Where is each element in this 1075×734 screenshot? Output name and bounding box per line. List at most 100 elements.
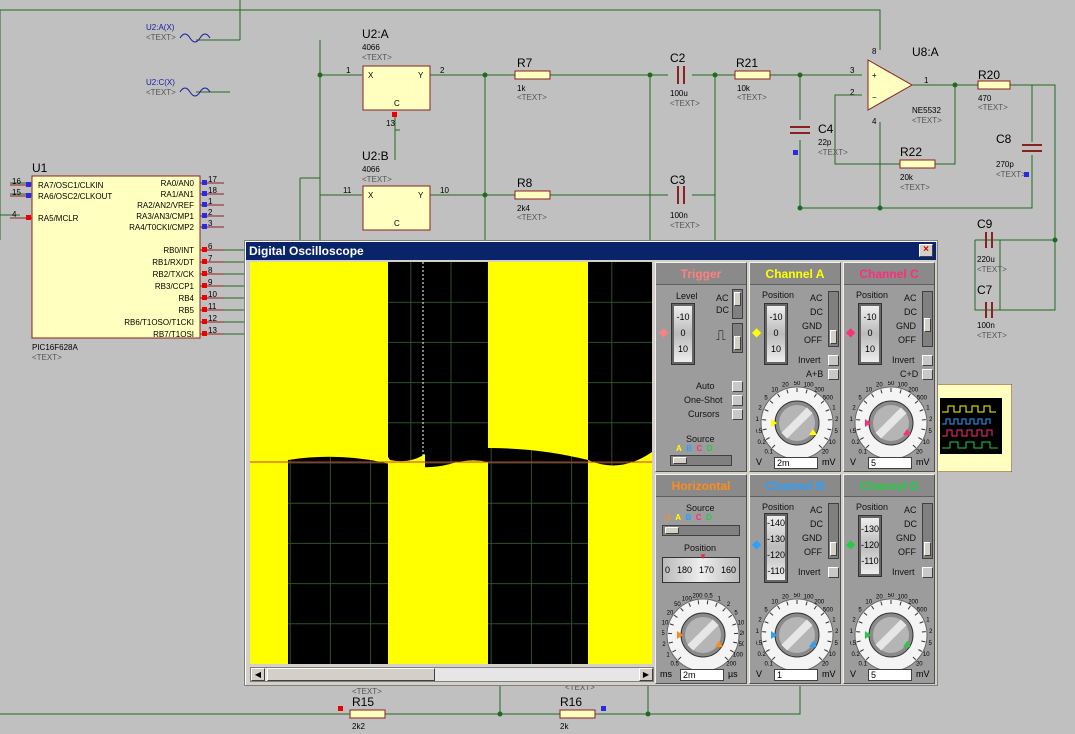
auto-button[interactable] xyxy=(732,381,743,392)
svg-text:<TEXT>: <TEXT> xyxy=(978,103,1008,112)
trigger-coupling-slider[interactable] xyxy=(732,289,743,319)
one-shot-button[interactable] xyxy=(732,395,743,406)
capacitor-c8[interactable]: C8 270p <TEXT> xyxy=(996,132,1042,179)
svg-text:RB6/T1OSO/T1CKI: RB6/T1OSO/T1CKI xyxy=(124,318,194,327)
resistor-r20[interactable]: R20 470 <TEXT> xyxy=(977,68,1011,112)
knob-tick-label: 500 xyxy=(917,608,928,614)
close-button[interactable]: × xyxy=(919,244,933,257)
capacitor-c9[interactable]: C9 220u <TEXT> xyxy=(977,217,1007,274)
knob-tick-label: 20 xyxy=(782,383,789,389)
capacitor-c3[interactable]: C3 100n <TEXT> xyxy=(670,173,700,230)
resistor-r22[interactable]: R22 20k <TEXT> xyxy=(899,145,936,192)
channel-a-position-spinner[interactable]: -10 0 10 xyxy=(764,303,788,365)
channel-a-volts-value[interactable]: 2m xyxy=(774,457,818,469)
svg-text:RA2/AN2/VREF: RA2/AN2/VREF xyxy=(137,201,194,210)
channel-b-off: OFF xyxy=(804,547,822,557)
channel-c-volts-value[interactable]: 5 xyxy=(868,457,912,469)
u2b-switch[interactable]: U2:B 4066 <TEXT> X Y C 11 10 xyxy=(343,149,449,231)
resistor-r21[interactable]: R21 10k <TEXT> xyxy=(734,56,771,102)
channel-c-position-spinner[interactable]: -10 0 10 xyxy=(858,303,882,365)
resistor-r15[interactable]: <TEXT> R15 2k2 xyxy=(338,687,386,731)
oscilloscope-titlebar[interactable]: Digital Oscilloscope × xyxy=(246,242,936,260)
capacitor-c7[interactable]: C7 100n <TEXT> xyxy=(977,283,1007,340)
resistor-r8[interactable]: R8 2k4 <TEXT> xyxy=(514,176,551,222)
u2a-switch[interactable]: U2:A 4066 <TEXT> X Y C 1 2 13 xyxy=(346,27,445,128)
horizontal-source-slider[interactable] xyxy=(662,525,740,536)
channel-b-invert-button[interactable] xyxy=(828,567,839,578)
knob-tick-label: 0.2 xyxy=(852,440,861,446)
cursors-button[interactable] xyxy=(732,409,743,420)
horizontal-position-dial[interactable]: 0 180 170 160 ▼ xyxy=(662,552,740,583)
trigger-level-label: Level xyxy=(676,291,698,301)
channel-d-volts-value[interactable]: 5 xyxy=(868,669,912,681)
oscilloscope-window[interactable]: Digital Oscilloscope × ◀ ▶ Trigger Level… xyxy=(244,240,938,686)
svg-text:U2:B: U2:B xyxy=(362,149,389,163)
svg-text:11: 11 xyxy=(208,302,217,311)
trigger-edge-slider[interactable] xyxy=(732,323,743,353)
channel-a-invert-label: Invert xyxy=(798,355,821,365)
scroll-right-button[interactable]: ▶ xyxy=(639,668,653,681)
channel-d-position-spinner[interactable]: -130 -120 -110 xyxy=(858,515,882,577)
resistor-r7[interactable]: R7 1k <TEXT> xyxy=(514,56,551,102)
trigger-level-spinner[interactable]: -10 0 10 xyxy=(671,303,695,365)
channel-c-invert-label: Invert xyxy=(892,355,915,365)
opamp-u8a[interactable]: U8:A + − 3 2 8 4 1 NE5532 <TEXT> xyxy=(850,45,942,126)
channel-d-invert-button[interactable] xyxy=(922,567,933,578)
svg-text:<TEXT>: <TEXT> xyxy=(737,93,767,102)
trigger-source-slider[interactable] xyxy=(670,455,732,466)
channel-a-invert-button[interactable] xyxy=(828,355,839,366)
trigger-source-label: Source xyxy=(686,434,715,444)
scroll-thumb[interactable] xyxy=(267,668,435,681)
spin-value: 0 xyxy=(680,328,686,338)
channel-b-position-spinner[interactable]: -140 -130 -120 -110 xyxy=(764,513,788,583)
channel-c-invert-button[interactable] xyxy=(922,355,933,366)
generator-a[interactable]: U2:A(X) <TEXT> xyxy=(146,23,211,43)
generator-c[interactable]: U2:C(X) <TEXT> xyxy=(146,78,211,97)
channel-a-combine-button[interactable] xyxy=(828,369,839,380)
horizontal-time-value[interactable]: 2m xyxy=(680,669,724,681)
channel-d-coupling-slider[interactable] xyxy=(922,503,933,559)
scroll-left-button[interactable]: ◀ xyxy=(251,668,265,681)
resistor-r16[interactable]: <TEXT> R16 2k xyxy=(559,683,606,731)
channel-c-combine-button[interactable] xyxy=(922,369,933,380)
oscilloscope-screen[interactable] xyxy=(250,262,652,664)
knob-tick-label: 50 xyxy=(794,381,801,387)
channel-c-gnd: GND xyxy=(896,321,916,331)
horizontal-scrollbar[interactable]: ◀ ▶ xyxy=(250,667,654,682)
capacitor-c2[interactable]: C2 100u <TEXT> xyxy=(670,51,700,108)
svg-text:2k: 2k xyxy=(560,722,569,731)
svg-text:R8: R8 xyxy=(517,176,533,190)
capacitor-c4[interactable]: C4 22p <TEXT> xyxy=(790,122,848,157)
channel-b-volts-value[interactable]: 1 xyxy=(774,669,818,681)
channel-c-dc: DC xyxy=(904,307,917,317)
channel-c-coupling-slider[interactable] xyxy=(922,291,933,347)
channel-a-coupling-slider[interactable] xyxy=(828,291,839,347)
channel-a-ac: AC xyxy=(810,293,823,303)
logic-analyzer-icon[interactable] xyxy=(936,384,1012,472)
channel-b-coupling-slider[interactable] xyxy=(828,503,839,559)
knob-tick-label: 0.2 xyxy=(852,652,861,658)
